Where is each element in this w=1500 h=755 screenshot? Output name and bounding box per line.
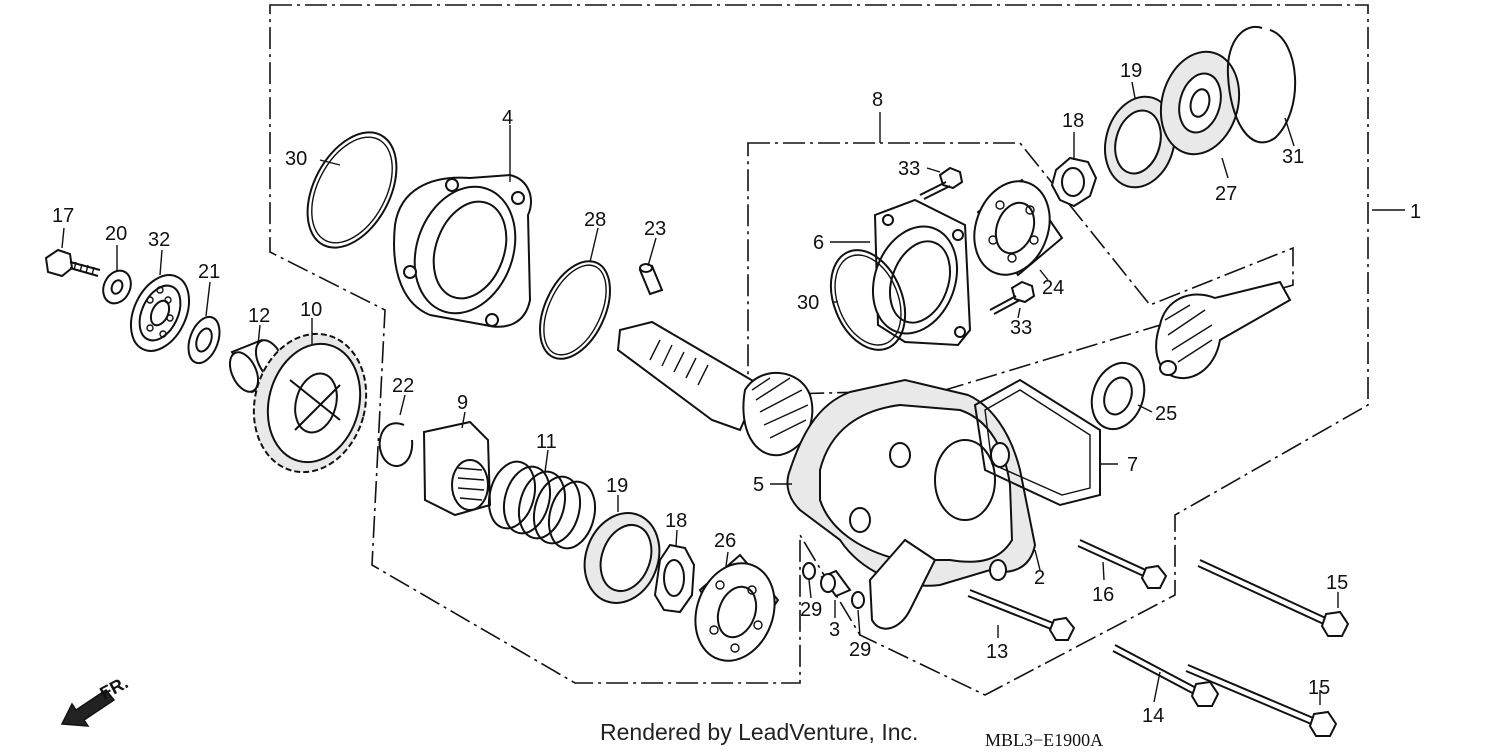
callout-3: 3 <box>829 619 840 641</box>
collar-29-left[interactable] <box>802 562 816 580</box>
callout-24: 24 <box>1042 277 1064 299</box>
callout-29-left: 29 <box>800 599 822 621</box>
callout-7: 7 <box>1127 454 1138 476</box>
callout-14: 14 <box>1142 705 1164 727</box>
bolt-13[interactable] <box>967 589 1076 641</box>
callout-21: 21 <box>198 261 220 283</box>
circlip-22[interactable] <box>378 422 414 468</box>
cam-9[interactable] <box>422 420 492 517</box>
callout-33-lower: 33 <box>1010 317 1032 339</box>
pinion-gear[interactable] <box>1155 280 1292 380</box>
pin-23[interactable] <box>638 263 664 296</box>
callout-15-upper: 15 <box>1326 572 1348 594</box>
callout-4: 4 <box>502 107 513 129</box>
callout-1: 1 <box>1410 201 1421 223</box>
callout-30-left: 30 <box>285 148 307 170</box>
callout-28: 28 <box>584 209 606 231</box>
callout-29-right: 29 <box>849 639 871 661</box>
callout-19-lower: 19 <box>606 475 628 497</box>
callout-5: 5 <box>753 474 764 496</box>
callout-9: 9 <box>457 392 468 414</box>
oil-seal-19-lower[interactable] <box>572 502 671 613</box>
bolt-14[interactable] <box>1112 644 1220 707</box>
callout-18-lower: 18 <box>665 510 687 532</box>
leader-lines <box>61 81 1405 705</box>
callout-33-upper: 33 <box>898 158 920 180</box>
front-direction-indicator: FR. <box>60 672 131 727</box>
callout-22: 22 <box>392 375 414 397</box>
callout-8: 8 <box>872 89 883 111</box>
bolt-33-lower[interactable] <box>989 280 1036 315</box>
bearing-32[interactable] <box>120 266 201 360</box>
bearing-26[interactable] <box>682 552 788 672</box>
callout-19-upper: 19 <box>1120 60 1142 82</box>
callout-20: 20 <box>105 223 127 245</box>
oil-seal-19-upper[interactable] <box>1095 89 1184 195</box>
diagram-code: MBL3−E1900A <box>985 730 1103 750</box>
o-ring-28[interactable] <box>526 250 624 370</box>
case-5[interactable] <box>786 378 1037 630</box>
callout-10: 10 <box>300 299 322 321</box>
callout-30-right: 30 <box>797 292 819 314</box>
callout-31: 31 <box>1282 146 1304 168</box>
bolt-16[interactable] <box>1077 539 1168 589</box>
callout-18-upper: 18 <box>1062 110 1084 132</box>
o-ring-30-right[interactable] <box>817 239 919 361</box>
callout-6: 6 <box>813 232 824 254</box>
gasket-7[interactable] <box>973 378 1101 507</box>
spring-11[interactable] <box>482 456 602 553</box>
circlip-31[interactable] <box>1226 25 1296 144</box>
cover-27[interactable] <box>1150 43 1250 163</box>
callout-23: 23 <box>644 218 666 240</box>
washer-20[interactable] <box>98 266 136 308</box>
callout-2: 2 <box>1034 567 1045 589</box>
gear-10[interactable] <box>239 321 381 485</box>
lock-nut-18-upper[interactable] <box>1050 156 1098 208</box>
callout-11: 11 <box>536 431 557 453</box>
bolt-17[interactable] <box>44 248 101 278</box>
credit-text: Rendered by LeadVenture, Inc. <box>600 719 918 745</box>
bolt-15-upper[interactable] <box>1197 559 1350 637</box>
front-arrow-icon <box>60 688 116 727</box>
bearing-holder-6[interactable] <box>859 198 972 347</box>
callout-13: 13 <box>986 641 1008 663</box>
callout-16: 16 <box>1092 584 1114 606</box>
bearing-24[interactable] <box>962 171 1064 286</box>
callout-15-lower: 15 <box>1308 677 1330 699</box>
callout-26: 26 <box>714 530 736 552</box>
bolt-15-lower[interactable] <box>1185 664 1338 737</box>
callout-numbers: 1 2 3 4 5 6 7 8 9 10 11 12 13 14 15 15 1… <box>52 60 1421 727</box>
callout-17: 17 <box>52 205 74 227</box>
callout-25: 25 <box>1155 403 1177 425</box>
lock-nut-18-lower[interactable] <box>653 543 696 614</box>
washer-21[interactable] <box>183 313 226 368</box>
o-ring-30-left[interactable] <box>289 117 414 262</box>
housing-4[interactable] <box>393 173 532 328</box>
callout-27: 27 <box>1215 183 1237 205</box>
drive-shaft[interactable] <box>616 320 814 457</box>
collar-3[interactable] <box>820 569 852 598</box>
bolt-33-upper[interactable] <box>919 166 964 200</box>
bearing-25[interactable] <box>1083 355 1153 436</box>
callout-32: 32 <box>148 229 170 251</box>
collar-29-right[interactable] <box>851 591 865 609</box>
callout-12: 12 <box>248 305 270 327</box>
